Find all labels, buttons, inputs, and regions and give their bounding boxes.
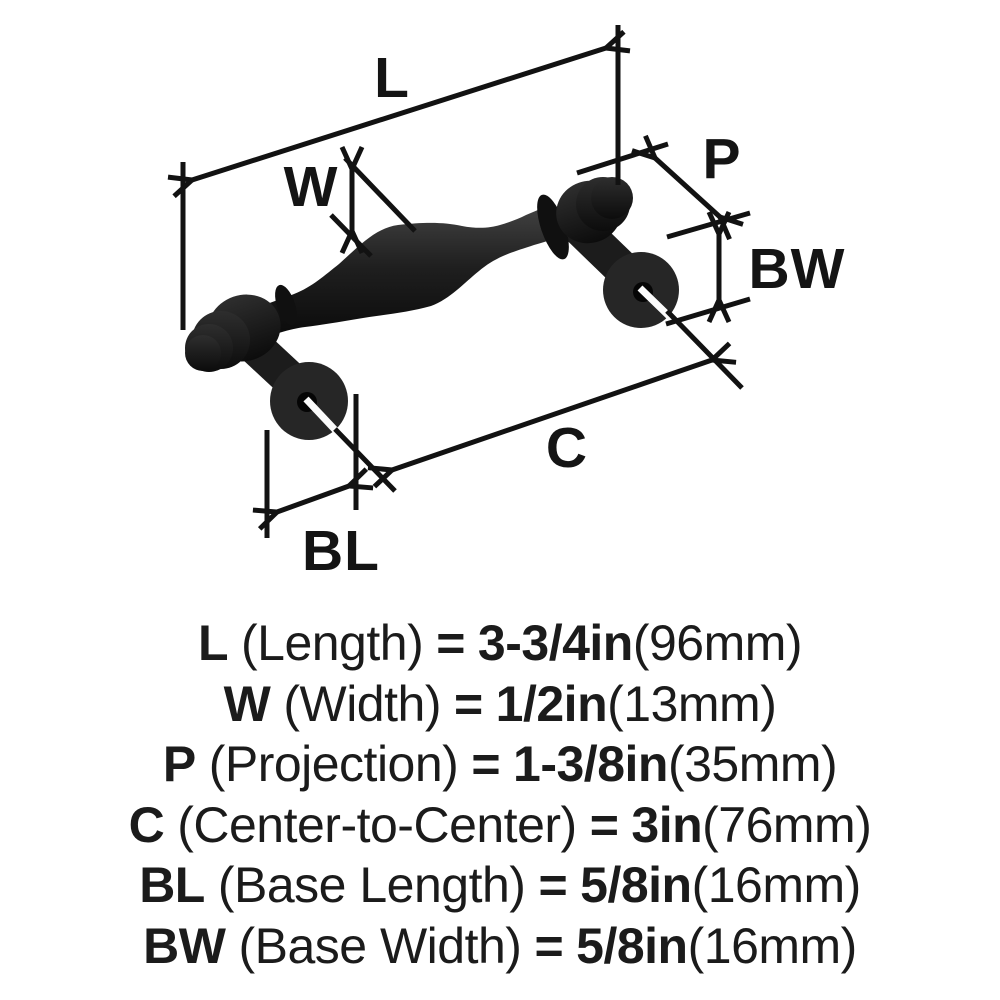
- dimension-W: [329, 156, 417, 258]
- spec-metric: (35mm): [667, 736, 838, 792]
- spec-equals: =: [589, 796, 619, 853]
- spec-metric: (96mm): [632, 615, 803, 671]
- spec-equals: =: [534, 917, 564, 974]
- dim-label-P: P: [702, 127, 741, 191]
- spec-abbr: P: [162, 736, 196, 792]
- spec-imperial: 5/8in: [580, 857, 692, 913]
- spec-imperial: 5/8in: [576, 917, 688, 974]
- spec-name: (Base Width): [238, 917, 522, 974]
- dimension-C: [333, 309, 744, 493]
- spec-name: (Center-to-Center): [177, 796, 577, 853]
- spec-equals: =: [436, 615, 465, 671]
- spec-name: (Projection): [208, 736, 459, 792]
- spec-equals: =: [453, 675, 483, 732]
- dim-label-BL: BL: [302, 519, 380, 583]
- c-tick-right: [665, 309, 744, 390]
- dimension-BL: [267, 394, 356, 538]
- c-dimension-arrow: [392, 360, 712, 470]
- spec-equals: =: [538, 857, 568, 913]
- spec-line-length: L(Length)=3-3/4in(96mm): [0, 613, 1000, 674]
- spec-line-projection: P(Projection)=1-3/8in(35mm): [0, 734, 1000, 795]
- spec-name: (Base Length): [217, 857, 526, 913]
- spec-list: L(Length)=3-3/4in(96mm) W(Width)=1/2in(1…: [0, 613, 1000, 976]
- spec-abbr: L: [197, 615, 229, 671]
- spec-line-base-length: BL(Base Length)=5/8in(16mm): [0, 855, 1000, 916]
- spec-line-center-to-center: C(Center-to-Center)=3in(76mm): [0, 795, 1000, 856]
- c-tick-left: [333, 427, 397, 493]
- spec-metric: (76mm): [702, 796, 872, 853]
- spec-abbr: W: [223, 675, 271, 732]
- spec-abbr: C: [128, 796, 165, 853]
- l-dimension-arrow: [192, 48, 606, 180]
- handle-bar: [252, 207, 556, 340]
- bl-dimension-arrow: [277, 486, 349, 512]
- left-collar-ring: [275, 284, 297, 326]
- dim-label-W: W: [284, 155, 339, 219]
- dim-label-L: L: [374, 46, 410, 110]
- dimension-annotations: [183, 25, 751, 538]
- handle-illustration: [185, 177, 679, 440]
- spec-abbr: BL: [139, 857, 205, 913]
- spec-imperial: 1/2in: [495, 675, 608, 732]
- left-hole-axis-highlight: [303, 396, 341, 436]
- spec-metric: (16mm): [687, 917, 858, 974]
- spec-imperial: 1-3/8in: [513, 736, 668, 792]
- w-tick-upper: [343, 156, 417, 233]
- spec-imperial: 3in: [631, 796, 703, 853]
- spec-line-base-width: BW(Base Width)=5/8in(16mm): [0, 916, 1000, 977]
- dimension-BW: [665, 234, 751, 327]
- spec-name: (Length): [240, 615, 424, 671]
- spec-metric: (16mm): [691, 857, 862, 913]
- spec-line-width: W(Width)=1/2in(13mm): [0, 674, 1000, 735]
- p-tick-upper: [576, 141, 669, 176]
- dim-label-BW: BW: [749, 237, 846, 301]
- spec-equals: =: [471, 736, 501, 792]
- p-bw-shared-tick: [666, 210, 751, 240]
- spec-imperial: 3-3/4in: [477, 615, 633, 671]
- left-end-cap: [185, 294, 281, 372]
- spec-abbr: BW: [143, 917, 226, 974]
- p-dimension-arrow: [655, 158, 720, 217]
- dim-label-C: C: [546, 416, 588, 480]
- spec-name: (Width): [283, 675, 441, 732]
- right-collar-ring: [537, 194, 569, 260]
- spec-metric: (13mm): [607, 675, 777, 732]
